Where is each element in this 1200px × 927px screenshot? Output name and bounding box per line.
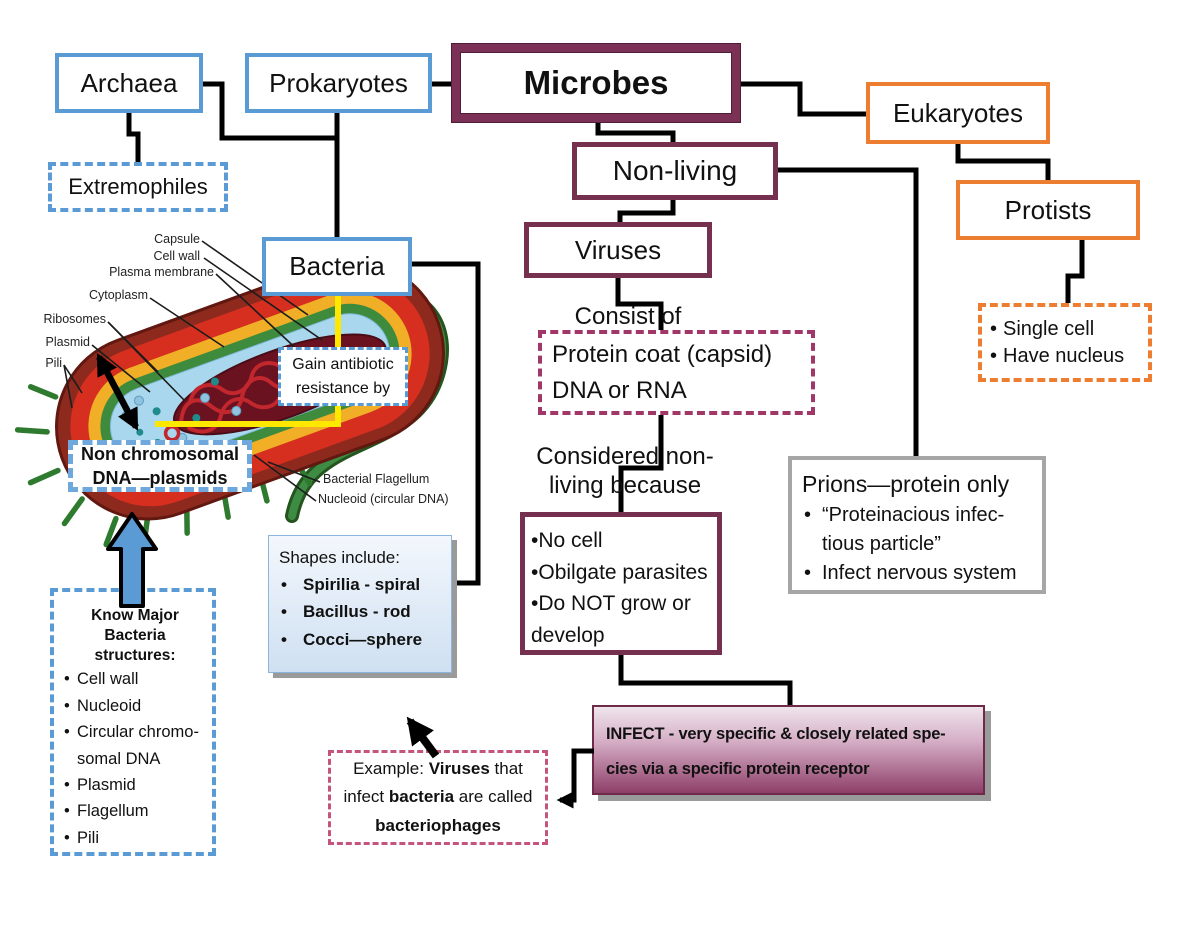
plasma-membrane-label: Plasma membrane (109, 265, 214, 279)
node-eukaryotes: Eukaryotes (866, 82, 1050, 144)
example-to-shapes-arrow (406, 716, 440, 759)
node-protists: Protists (956, 180, 1140, 240)
connector-infect-example-arrow (556, 748, 594, 809)
virus-property-item: Obilgate parasites (531, 557, 707, 589)
pili-label: Pili (45, 356, 62, 370)
example-line1: Example: Viruses that (353, 755, 523, 783)
example-text: that (489, 759, 523, 779)
node-extremophiles-label: Extremophiles (68, 174, 208, 199)
ribosomes-label: Ribosomes (43, 312, 106, 326)
node-non-living-label: Non-living (612, 155, 738, 186)
protein-coat-line1: Protein coat (capsid) (552, 340, 773, 368)
know-title-line1: Know Major (91, 607, 179, 624)
example-text-bold: bacteria (388, 787, 455, 807)
non-chromosomal-box: Non chromosomal DNA—plasmids (68, 440, 252, 492)
protein-coat-box: Protein coat (capsid) DNA or RNA (538, 330, 815, 415)
protists-trait-item: Have nucleus (988, 345, 1124, 368)
structure-item: Circular chromo-somal DNA (62, 719, 208, 772)
capsule-label: Capsule (154, 232, 200, 246)
protein-coat-line2: DNA or RNA (552, 376, 687, 404)
node-protists-label: Protists (1004, 194, 1092, 225)
non-chromosomal-line1: Non chromosomal (80, 443, 240, 464)
connector-protists-singlecell (1065, 240, 1085, 303)
structure-item: Plasmid (62, 772, 136, 799)
connector-proteincoat-properties (618, 415, 664, 512)
virus-property-item: No cell (531, 525, 602, 557)
connector-nonliving-prions (778, 167, 919, 456)
example-text: are called (454, 787, 533, 807)
node-eukaryotes-label: Eukaryotes (892, 97, 1024, 128)
prions-box: Prions—protein only “Proteinacious infec… (788, 456, 1046, 594)
plasmid-label: Plasmid (45, 335, 90, 349)
bacteriophage-example-box: Example: Viruses that infect bacteria ar… (328, 750, 548, 845)
example-line2: infect bacteria are called (344, 783, 533, 811)
infect-line1: INFECT - very specific & closely related… (606, 725, 946, 743)
gain-antibiotic-box: Gain antibiotic resistance by (278, 347, 408, 406)
example-text-bold: Viruses (428, 759, 490, 779)
structure-item: Flagellum (62, 798, 149, 825)
considered-nonliving-label: Considered non- living because (520, 443, 730, 501)
cytoplasm-label: Cytoplasm (88, 288, 148, 302)
node-microbes-label: Microbes (523, 64, 669, 101)
connector-microbes-eukaryotes (740, 81, 866, 117)
example-text: Example: (353, 759, 429, 779)
shape-item: Cocci—sphere (279, 626, 422, 653)
virus-properties-box: No cell Obilgate parasites Do NOT grow o… (520, 512, 722, 655)
prions-title: Prions—protein only (802, 471, 1010, 497)
node-archaea: Archaea (55, 53, 203, 113)
know-structures-box: Know Major Bacteria structures: Cell wal… (50, 588, 216, 856)
nucleoid-label: Nucleoid (circular DNA) (318, 492, 449, 506)
node-archaea-label: Archaea (80, 67, 178, 98)
structure-item: Cell wall (62, 666, 138, 693)
shape-item: Spirilia - spiral (279, 571, 420, 598)
shapes-box: Shapes include: Spirilia - spiral Bacill… (268, 535, 452, 673)
shapes-title: Shapes include: (279, 548, 400, 567)
plasmid-double-arrow (96, 353, 139, 431)
connector-bacteria-shapes (412, 261, 481, 586)
prions-item: Infect nervous system (802, 559, 1017, 588)
node-viruses-label: Viruses (574, 234, 662, 265)
know-title-line2: Bacteria structures: (94, 627, 176, 665)
consist-of-label: Consist of (574, 303, 682, 330)
example-line3: bacteriophages (375, 815, 501, 835)
plasmid-shape (163, 425, 181, 442)
yellow-connector (155, 296, 341, 427)
node-extremophiles: Extremophiles (48, 162, 228, 212)
example-text: infect (343, 787, 389, 807)
connector-viruses-proteincoat (615, 278, 664, 330)
connector-microbes-nonliving (595, 122, 676, 142)
node-prokaryotes: Prokaryotes (245, 53, 432, 113)
connector-nonliving-viruses (617, 200, 676, 222)
know-structures-title: Know Major Bacteria structures: (62, 606, 208, 666)
shape-item: Bacillus - rod (279, 598, 411, 625)
cell-label-leader-lines (63, 240, 323, 502)
considered-line2: living because (548, 471, 702, 499)
node-microbes: Microbes (452, 44, 740, 122)
infect-line2: cies via a specific protein receptor (606, 759, 870, 778)
prions-item: “Proteinacious infec-tious particle” (802, 501, 1032, 559)
cell-wall-label: Cell wall (153, 249, 200, 263)
structure-item: Pili (62, 825, 99, 852)
node-non-living: Non-living (572, 142, 778, 200)
non-chromosomal-line2: DNA—plasmids (92, 468, 228, 488)
node-bacteria: Bacteria (262, 237, 412, 296)
node-prokaryotes-label: Prokaryotes (269, 67, 408, 98)
bacterial-flagellum-label: Bacterial Flagellum (323, 472, 430, 486)
gain-antibiotic-line2: resistance by (295, 379, 391, 397)
protists-traits-box: Single cell Have nucleus (978, 303, 1152, 382)
know-box-up-arrow (106, 512, 158, 608)
node-viruses: Viruses (524, 222, 712, 278)
connector-archaea-extremophiles (126, 113, 141, 162)
virus-property-item: Do NOT grow or develop (531, 588, 711, 651)
gain-antibiotic-line1: Gain antibiotic (292, 356, 394, 374)
connector-eukaryotes-protists (955, 144, 1051, 180)
structure-item: Nucleoid (62, 693, 141, 720)
connector-properties-infect (618, 655, 793, 705)
node-bacteria-label: Bacteria (289, 251, 385, 281)
considered-line1: Considered non- (536, 443, 714, 470)
black-connectors (126, 81, 1085, 705)
protists-trait-item: Single cell (988, 318, 1094, 341)
connector-archaea-prokaryotes (203, 81, 337, 141)
